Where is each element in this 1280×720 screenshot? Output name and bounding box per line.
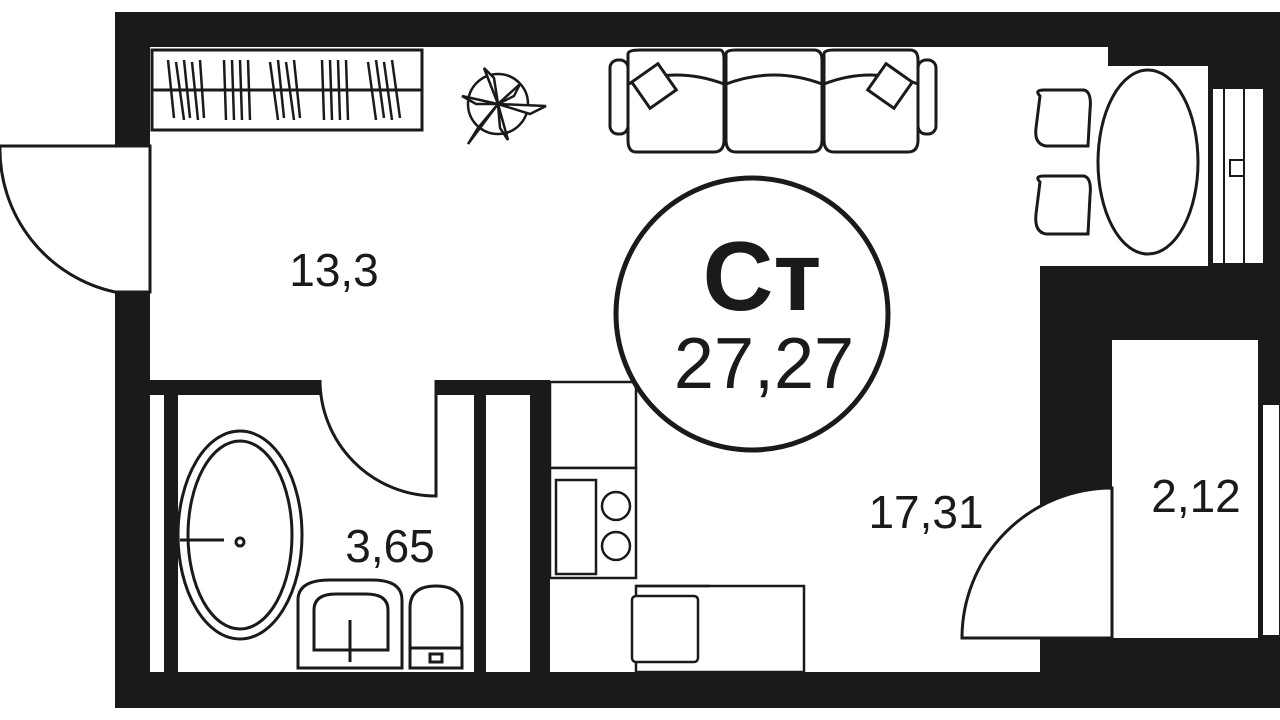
bathtub-icon	[176, 429, 304, 641]
window	[1211, 87, 1280, 637]
apartment-type-label: Ст	[703, 221, 822, 331]
sink-icon	[296, 578, 404, 670]
total-area-label: 27,27	[674, 324, 854, 404]
plant-icon	[461, 67, 547, 145]
living-area-label: 17,31	[868, 486, 983, 538]
apartment-badge	[613, 175, 891, 453]
entrance-door[interactable]	[0, 144, 152, 294]
kitchen	[548, 380, 806, 674]
balcony-area-label: 2,12	[1151, 470, 1241, 522]
hall-area-label: 13,3	[289, 244, 379, 296]
sofa-icon	[608, 48, 938, 154]
bathroom-area-label: 3,65	[345, 520, 435, 572]
bathroom-door[interactable]	[318, 379, 438, 498]
wardrobe-icon	[150, 48, 424, 132]
armchair-icon	[1034, 88, 1092, 236]
toilet-icon	[408, 584, 464, 670]
interior-walls	[150, 12, 1280, 672]
table-icon	[1096, 68, 1200, 256]
balcony-door[interactable]	[960, 486, 1114, 640]
